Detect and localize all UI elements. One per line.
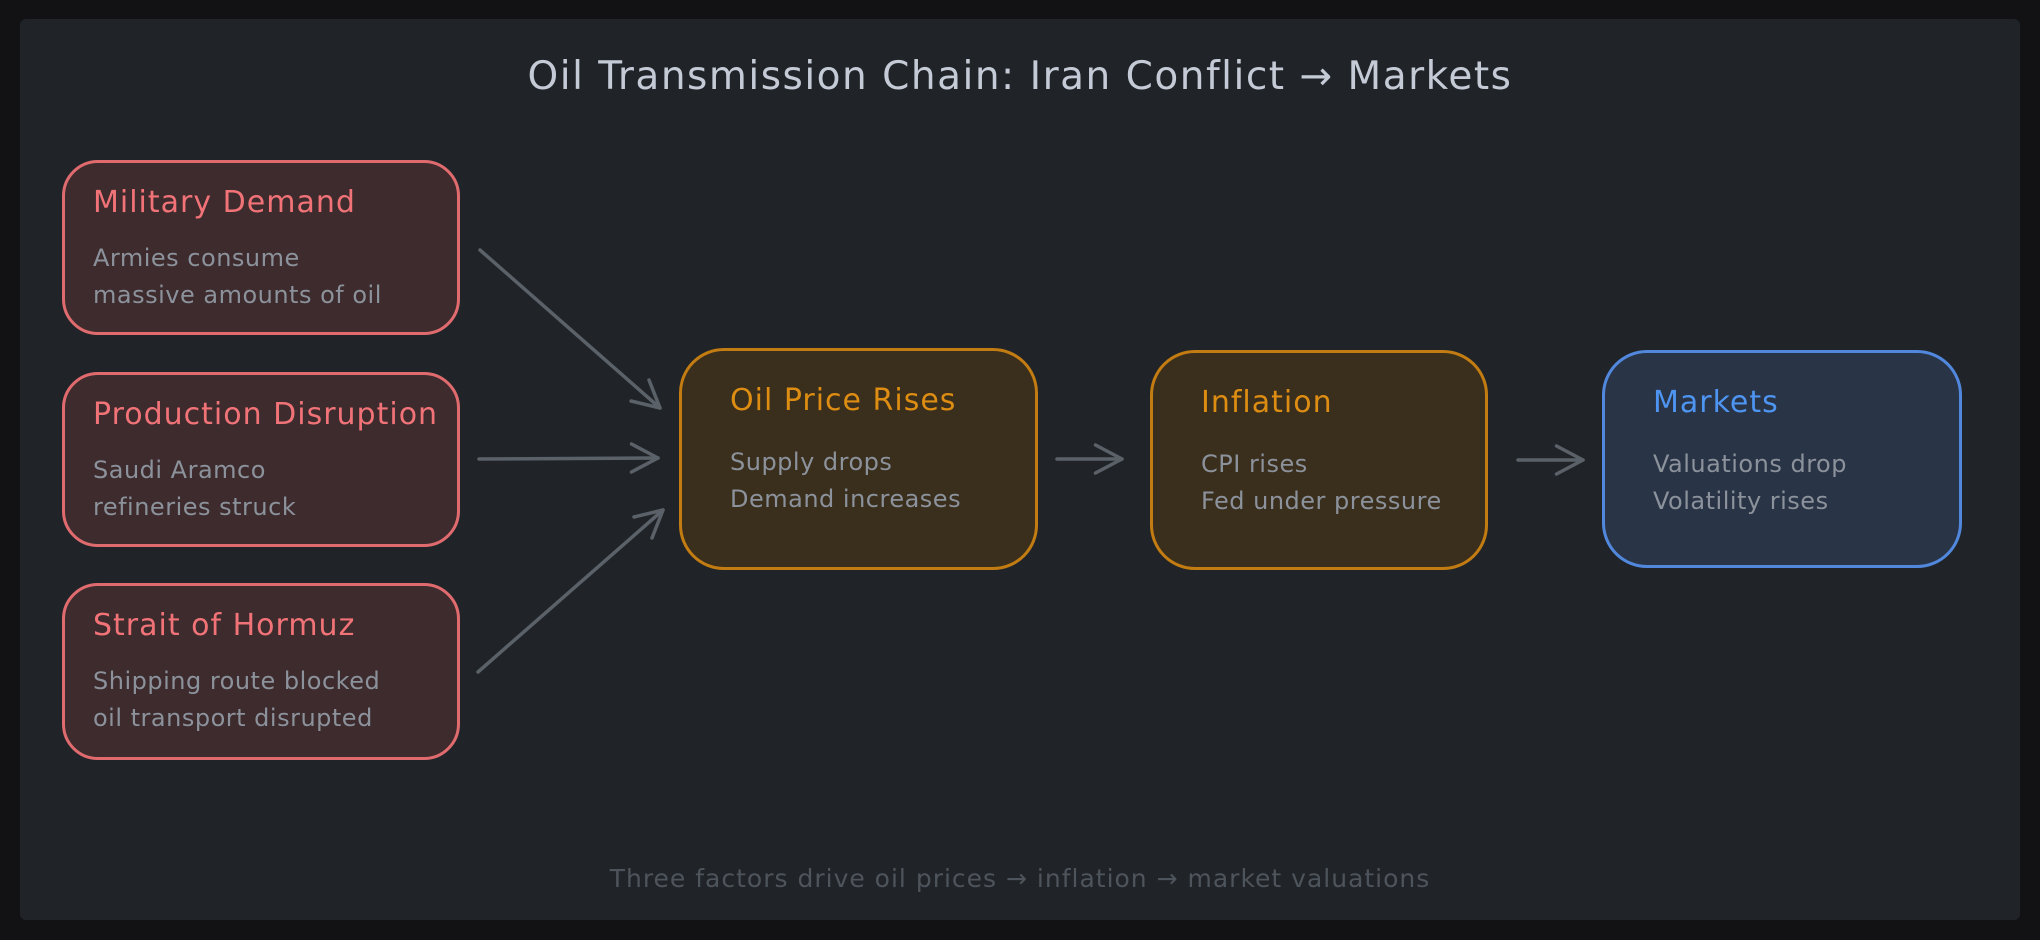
node-title: Oil Price Rises (730, 383, 957, 418)
diagram-caption: Three factors drive oil prices → inflati… (609, 864, 1431, 893)
node-line: Saudi Aramco (93, 456, 266, 484)
node-title: Inflation (1201, 385, 1333, 420)
node-production-disruption: Production Disruption Saudi Aramco refin… (62, 372, 460, 547)
node-markets: Markets Valuations drop Volatility rises (1602, 350, 1962, 568)
node-title: Strait of Hormuz (93, 608, 356, 643)
node-line: Supply drops (730, 448, 893, 476)
node-line: Demand increases (730, 485, 962, 513)
node-title: Production Disruption (93, 397, 439, 432)
node-line: Armies consume (93, 244, 300, 272)
node-inflation: Inflation CPI rises Fed under pressure (1150, 350, 1488, 570)
diagram-title: Oil Transmission Chain: Iran Conflict → … (527, 54, 1513, 99)
node-line: Fed under pressure (1201, 487, 1442, 515)
node-line: oil transport disrupted (93, 704, 373, 732)
node-line: Volatility rises (1653, 487, 1829, 515)
node-line: massive amounts of oil (93, 281, 382, 309)
node-title: Markets (1653, 385, 1779, 420)
node-line: Valuations drop (1653, 450, 1847, 478)
node-military-demand: Military Demand Armies consume massive a… (62, 160, 460, 335)
node-line: refineries struck (93, 493, 297, 521)
node-line: Shipping route blocked (93, 667, 381, 695)
node-line: CPI rises (1201, 450, 1308, 478)
node-title: Military Demand (93, 185, 356, 220)
node-oil-price-rises: Oil Price Rises Supply drops Demand incr… (679, 348, 1038, 570)
node-strait-of-hormuz: Strait of Hormuz Shipping route blocked … (62, 583, 460, 760)
